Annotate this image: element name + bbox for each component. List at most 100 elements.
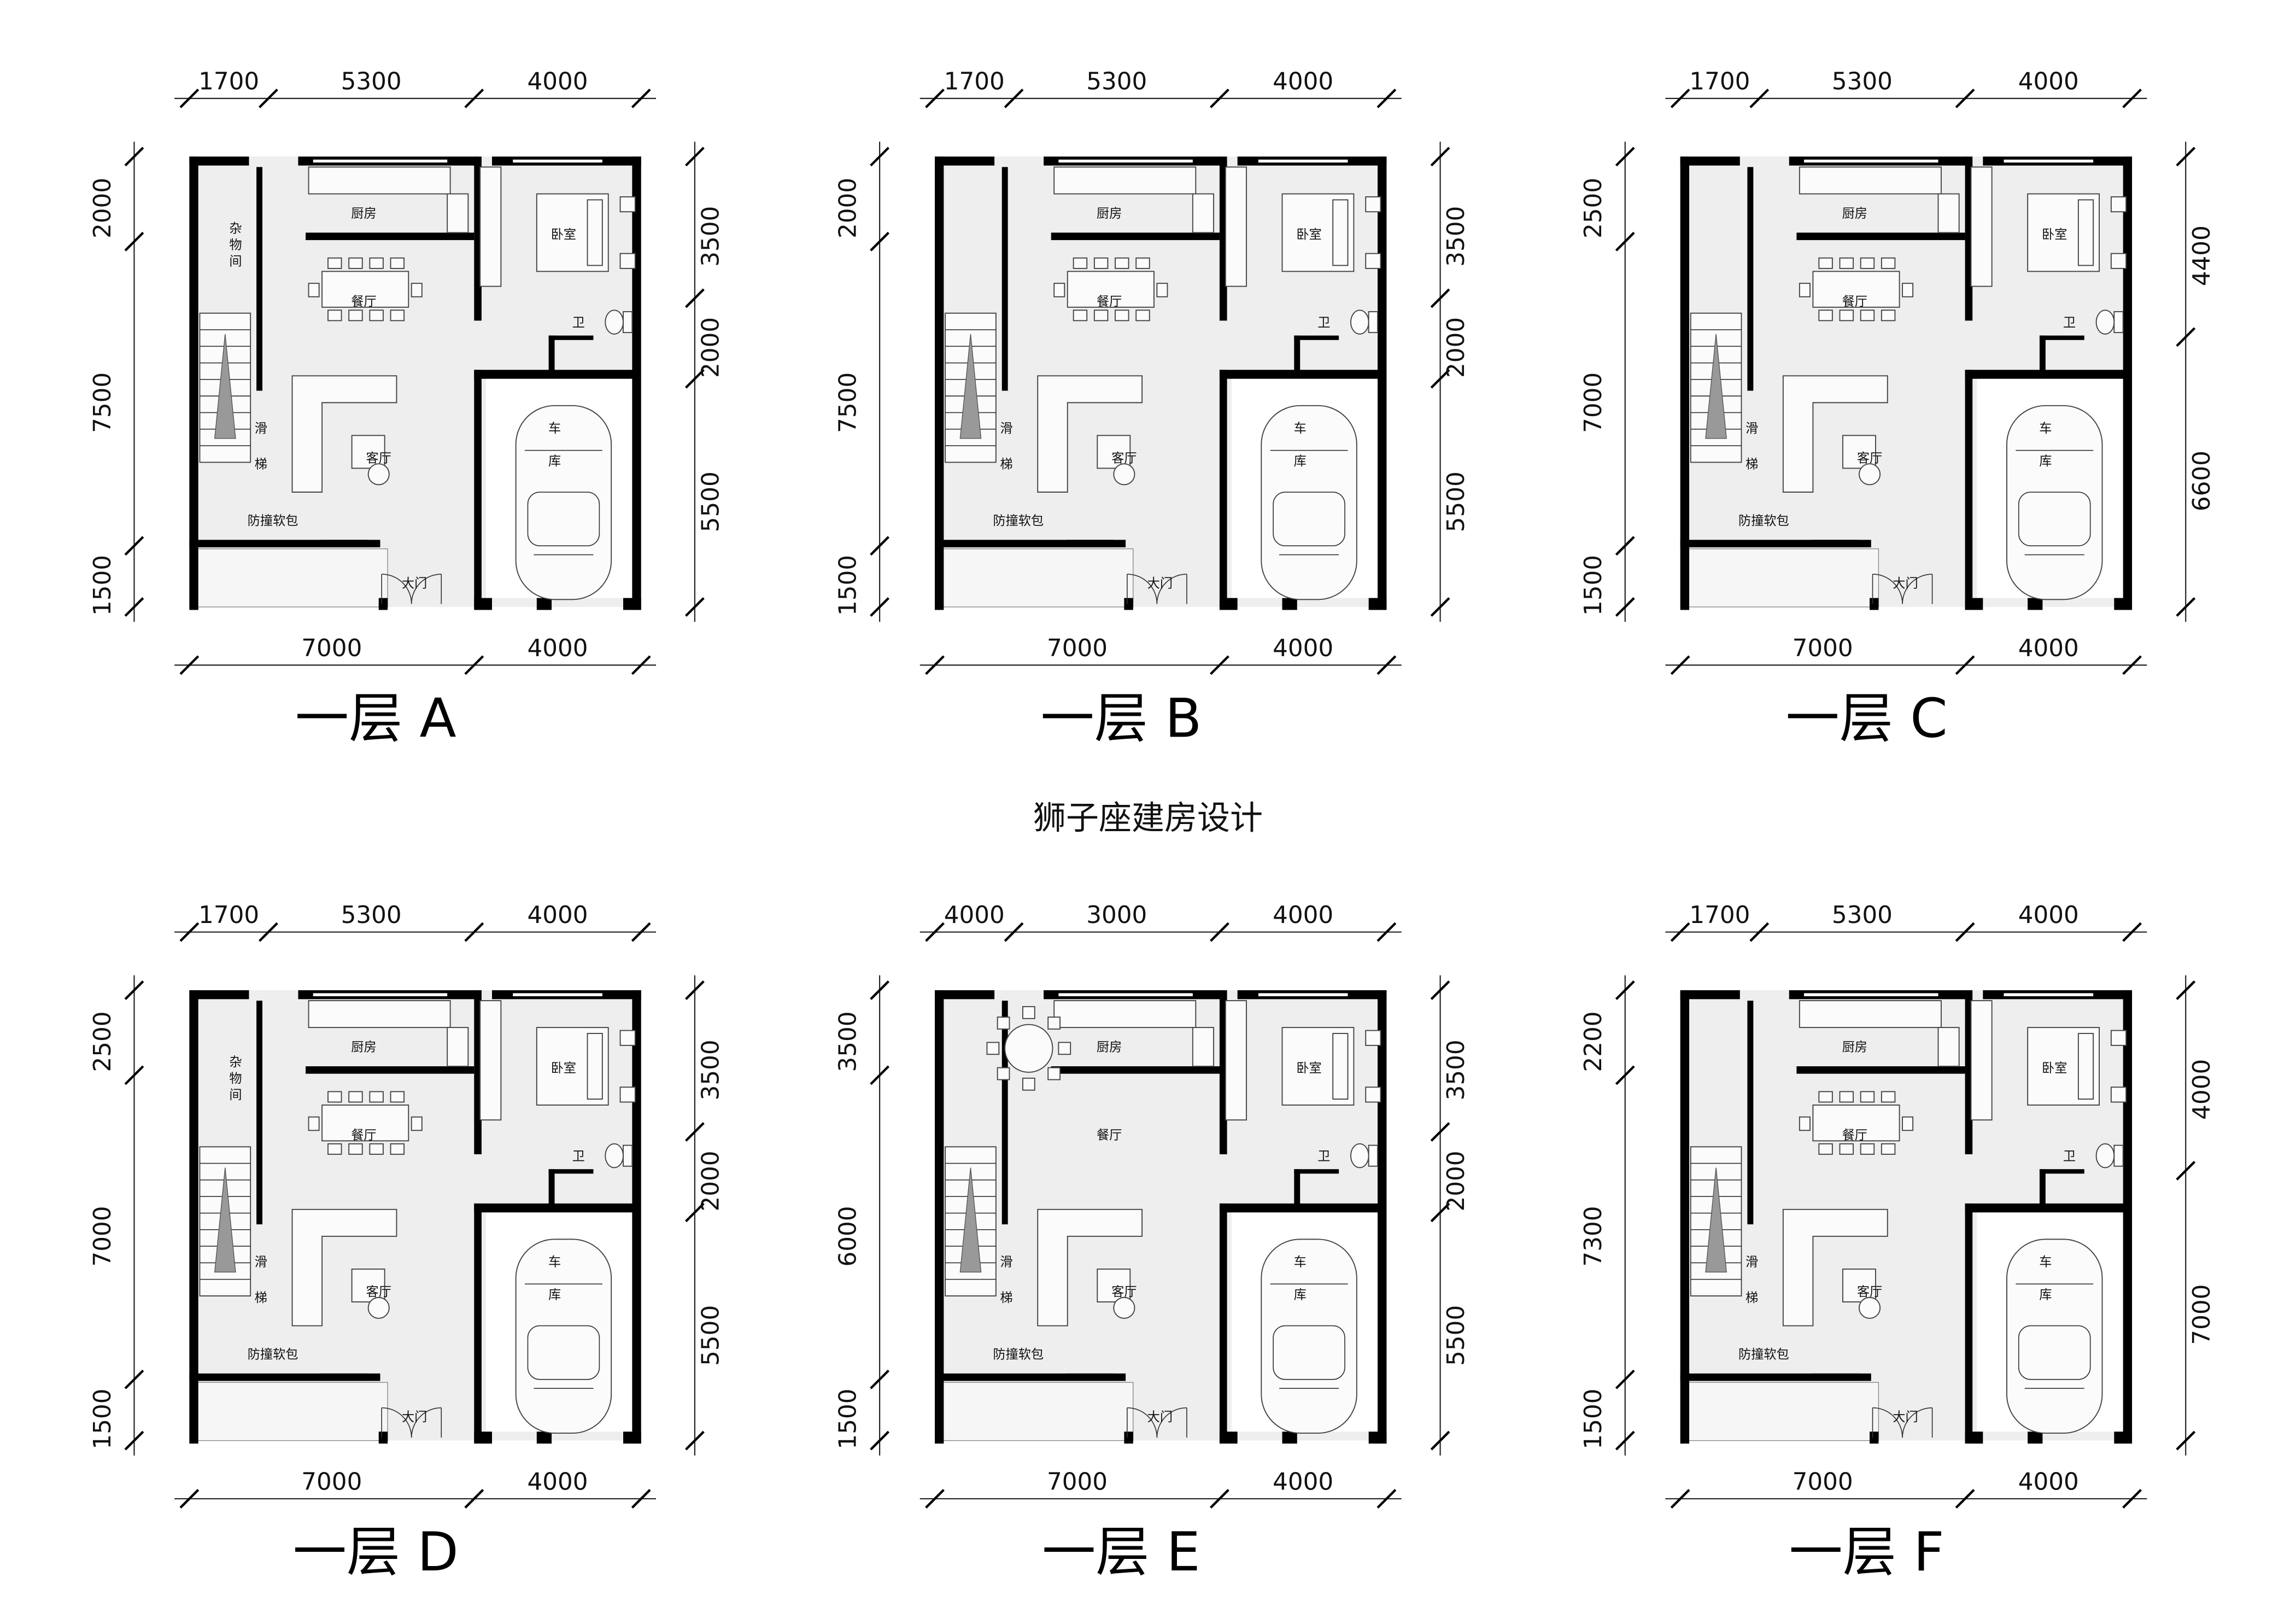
right-dimension-label: 2000	[1443, 1151, 1470, 1212]
dining-room-label: 餐厅	[1842, 1128, 1867, 1143]
slide-label: 梯	[1746, 1290, 1758, 1305]
pillow-icon	[1332, 1033, 1349, 1100]
stair-arrow-icon	[1705, 334, 1727, 439]
chair-icon	[390, 257, 405, 269]
chair-icon	[1073, 309, 1088, 322]
bathroom-label: 卫	[1317, 1149, 1330, 1164]
bathroom-label: 卫	[1317, 315, 1330, 330]
left-dimension-label: 7000	[1580, 372, 1607, 433]
wall-segment	[623, 1432, 641, 1444]
wall-segment	[935, 990, 944, 1444]
chair-icon	[308, 1116, 320, 1131]
coffee-table-icon	[1842, 435, 1876, 469]
left-dimension-label: 2200	[1580, 1012, 1607, 1072]
bathroom-label: 卫	[572, 1149, 585, 1164]
wall-segment	[1680, 990, 1690, 1444]
coffee-table-icon	[351, 435, 385, 469]
wall-segment	[1051, 1066, 1220, 1074]
wall-segment	[1870, 598, 1879, 610]
door-swing-arc	[411, 574, 442, 604]
right-dimension-label: 5500	[1443, 471, 1470, 532]
living-room-label: 客厅	[366, 451, 391, 465]
nightstand-icon	[2110, 1086, 2127, 1103]
top-dimension-label: 1700	[198, 68, 259, 96]
kitchen-label: 厨房	[1842, 1040, 1867, 1055]
chair-icon	[327, 309, 342, 322]
garage-label: 车	[1294, 421, 1307, 436]
left-dimension-label: 7300	[1580, 1206, 1607, 1266]
car-icon	[2006, 1239, 2103, 1434]
wall-segment	[935, 990, 995, 1000]
dimension-tick	[124, 980, 144, 1000]
dimension-tick	[685, 369, 705, 389]
door-swing-arc	[382, 1407, 412, 1438]
toilet-tank-icon	[1368, 311, 1378, 334]
garage-label: 车	[1294, 1254, 1307, 1269]
bedroom-label: 卧室	[1296, 1061, 1321, 1076]
left-dimension-label: 2500	[1580, 178, 1607, 238]
dimension-tick	[2176, 327, 2196, 347]
chair-icon	[1818, 309, 1833, 322]
car-icon	[1261, 1239, 1357, 1434]
bathroom-label: 卫	[572, 315, 585, 330]
slide-label: 滑	[1000, 1254, 1012, 1269]
door-swing-arc	[1872, 574, 1903, 604]
kitchen-label: 厨房	[1842, 206, 1867, 221]
wall-segment	[623, 598, 641, 610]
plan-title: 一层 E	[1042, 1521, 1200, 1584]
car-windshield	[1273, 492, 1345, 547]
dimension-tick	[1377, 89, 1397, 108]
chair-icon	[390, 309, 405, 322]
dimension-tick	[1210, 655, 1229, 675]
wall-segment	[1219, 370, 1227, 609]
kitchen-label: 厨房	[351, 206, 376, 221]
chair-icon	[327, 1091, 342, 1103]
top-dimension-label: 5300	[1086, 68, 1147, 96]
chair-icon	[1799, 283, 1811, 297]
front-terrace	[193, 1382, 388, 1441]
chair-icon	[327, 257, 342, 269]
door-swing-arc	[1127, 574, 1158, 604]
pillow-icon	[2077, 199, 2094, 266]
wall-segment	[189, 156, 198, 610]
plan-title: 一层 F	[1789, 1521, 1944, 1584]
dimension-tick	[1749, 89, 1770, 108]
left-dimension-label: 1500	[1580, 1389, 1607, 1450]
chair-icon	[1818, 1091, 1833, 1103]
dimension-tick	[631, 922, 651, 942]
left-dimension-label: 1500	[89, 1389, 116, 1450]
pillow-icon	[587, 199, 603, 266]
wardrobe-icon	[1225, 166, 1247, 287]
top-dimension-label: 4000	[2018, 902, 2079, 929]
chair-icon	[1058, 1042, 1071, 1055]
dimension-tick	[925, 655, 945, 675]
toilet-icon	[605, 1143, 624, 1169]
dimension-tick	[124, 536, 144, 556]
chair-icon	[1881, 1091, 1896, 1103]
nightstand-icon	[619, 1086, 636, 1103]
dimension-tick	[1615, 536, 1635, 556]
dimension-tick	[1430, 369, 1450, 389]
dining-table-icon	[321, 271, 409, 308]
dimension-tick	[1955, 655, 1975, 675]
toilet-icon	[1350, 309, 1369, 335]
pillow-icon	[587, 1033, 603, 1100]
nightstand-icon	[619, 253, 636, 269]
dining-room-label: 餐厅	[351, 294, 376, 309]
coffee-table-icon	[1842, 1268, 1876, 1302]
storage-room-label: 物	[229, 237, 242, 252]
chair-icon	[1135, 257, 1150, 269]
nightstand-icon	[1365, 253, 1381, 269]
chair-icon	[997, 1017, 1010, 1030]
bottom-dimension-label: 7000	[1793, 635, 1853, 662]
chair-icon	[1073, 257, 1088, 269]
bedroom-label: 卧室	[551, 227, 576, 242]
storage-room-label: 物	[229, 1071, 242, 1086]
wall-segment	[548, 1169, 555, 1207]
dimension-tick	[259, 922, 278, 942]
wall-segment	[1965, 370, 1973, 609]
wall-segment	[2114, 598, 2133, 610]
